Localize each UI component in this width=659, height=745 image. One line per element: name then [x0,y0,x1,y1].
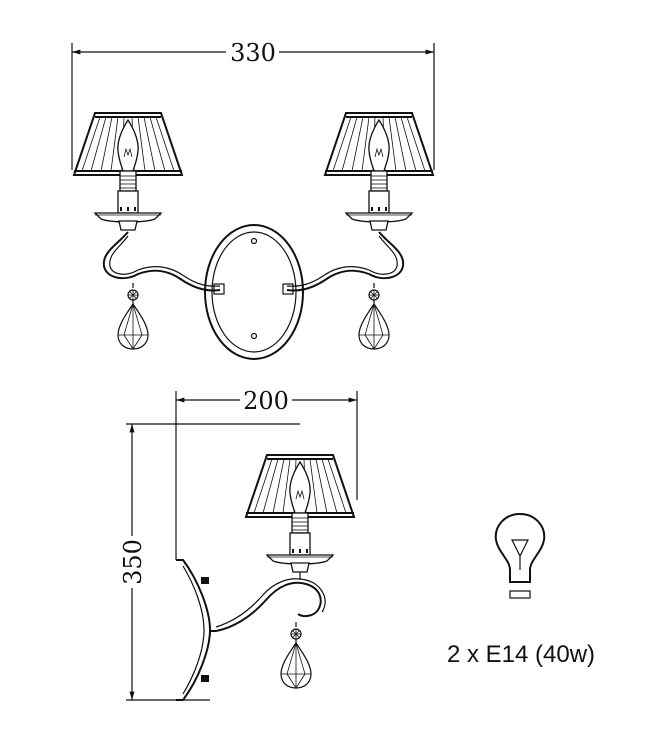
front-left-arm [102,231,225,350]
front-view: 330 [71,39,435,360]
left-lampshade [73,112,183,231]
side-arm [209,572,326,689]
side-lampshade [245,454,355,573]
bulb-spec-label: 2 x E14 (40w) [447,641,595,668]
light-bulb-icon [494,512,546,599]
side-height-label: 350 [119,539,147,585]
side-wall-bracket [176,559,212,701]
side-view: 200 350 [119,387,358,701]
front-backplate [204,224,304,360]
right-lampshade [324,112,434,231]
side-depth-label: 200 [243,387,289,415]
front-right-arm [282,231,405,350]
front-width-label: 330 [230,39,276,67]
